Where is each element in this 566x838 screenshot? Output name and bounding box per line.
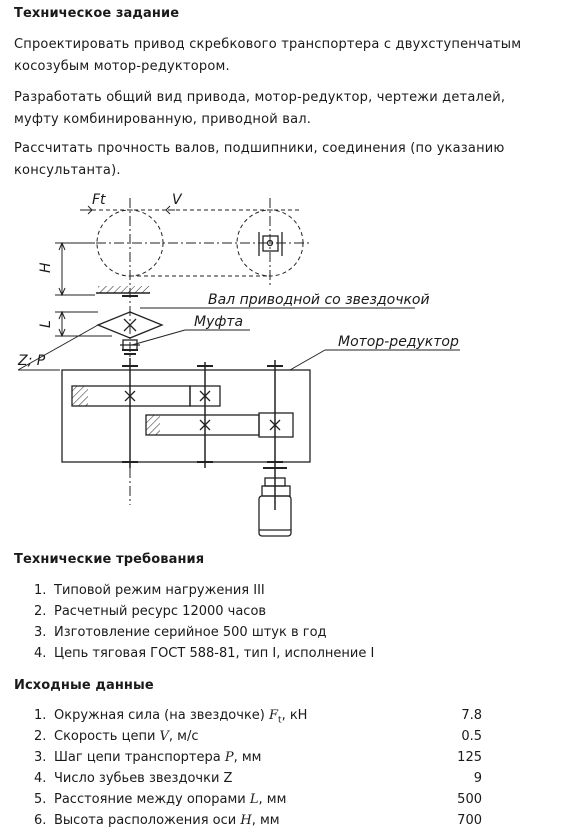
list-item: 1.Типовой режим нагружения III [34, 583, 265, 598]
drive-scheme-diagram: Ft V H L Z; P Вал приводной со звездочко… [17, 192, 460, 537]
list-item: 4.Цепь тяговая ГОСТ 588-81, тип I, испол… [34, 646, 375, 661]
label-shaft: Вал приводной со звездочкой [208, 292, 430, 308]
gearbox-housing [61, 369, 311, 463]
paragraph-calculate: Рассчитать прочность валов, подшипники, … [14, 141, 505, 178]
list-item: 3.Изготовление серийное 500 штук в год [34, 625, 327, 640]
label-l: L [38, 320, 54, 328]
document-title: Техническое задание [14, 6, 180, 21]
label-zp: Z; P [17, 353, 46, 369]
label-coupling: Муфта [194, 314, 243, 330]
requirements-list: 1.Типовой режим нагружения III 2.Расчетн… [34, 580, 374, 664]
label-motor-reducer: Мотор-редуктор [338, 334, 459, 350]
label-v: V [172, 192, 183, 208]
list-item: 2.Расчетный ресурс 12000 часов [34, 604, 267, 619]
initial-data-title: Исходные данные [14, 678, 154, 693]
paragraph-task: Спроектировать привод скребкового трансп… [14, 37, 522, 74]
label-h: H [38, 262, 54, 273]
paragraph-develop: Разработать общий вид привода, мотор-ред… [14, 90, 506, 127]
label-ft: Ft [92, 192, 106, 208]
requirements-title: Технические требования [14, 552, 205, 567]
motor-body [258, 495, 292, 537]
